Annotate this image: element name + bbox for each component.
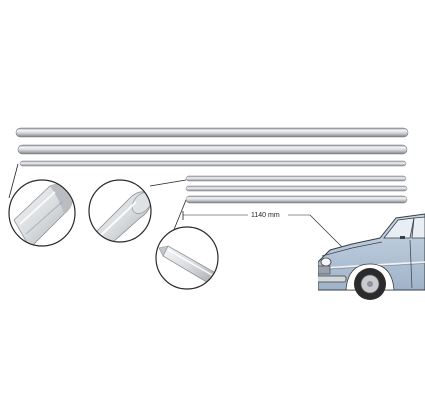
trim-strip-1: [15, 127, 409, 138]
angled-trim-end-icon: [88, 179, 152, 243]
trim-strip-6: [185, 195, 408, 204]
trim-strip-4: [185, 175, 407, 182]
trim-strip-3: [19, 160, 407, 167]
trim-strip-2: [17, 144, 408, 155]
pointed-trim-tip-icon: [155, 226, 219, 290]
dimension-bracket: [182, 211, 346, 251]
leader-lines: [8, 163, 187, 233]
rounded-trim-end-icon: [8, 179, 76, 247]
trim-strip-5: [185, 185, 408, 192]
dimension-label: 1140 mm: [251, 212, 280, 219]
vintage-sedan-icon: [318, 213, 425, 300]
